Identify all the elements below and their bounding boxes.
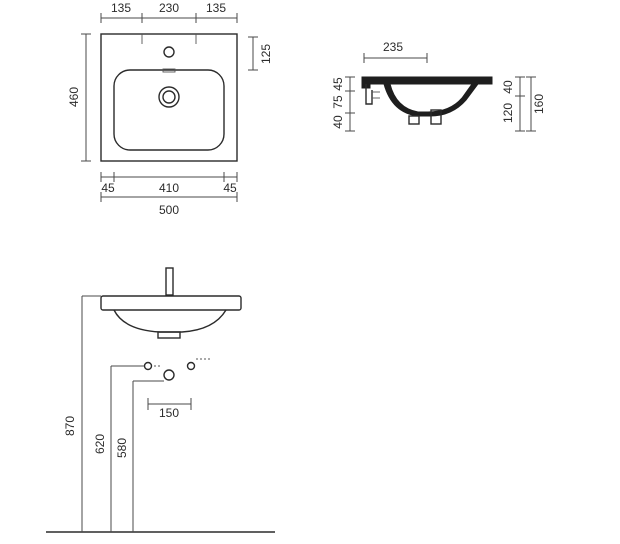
left-stack-middle: 75 <box>331 95 345 109</box>
basin-front-drain <box>157 331 181 339</box>
bottom-segment-middle: 410 <box>159 181 179 195</box>
bottom-segment-left: 45 <box>101 181 115 195</box>
section-drain-right <box>430 109 442 125</box>
supply-spacing-label: 150 <box>159 406 179 420</box>
drain-outer <box>158 86 180 108</box>
total-height-label: 160 <box>532 94 546 114</box>
section-drain-left <box>408 115 420 125</box>
tap-offset-label: 125 <box>259 44 273 64</box>
installation-view: 150 870 620 580 <box>46 267 275 533</box>
supply-point-right <box>186 361 196 371</box>
overflow-slot <box>162 68 176 73</box>
supply-height-label: 580 <box>115 438 129 458</box>
bowl-depth-label: 235 <box>383 40 403 54</box>
drain-inner <box>162 90 176 104</box>
basin-front-bowl <box>113 309 227 333</box>
width-segment-middle: 230 <box>159 1 179 15</box>
bottom-segment-right: 45 <box>223 181 237 195</box>
supply-point-left <box>143 361 153 371</box>
rim-height-label: 870 <box>63 416 77 436</box>
left-stack-top: 45 <box>331 77 345 91</box>
bowl-outline <box>113 69 225 151</box>
side-section-view: 235 45 75 40 40 120 160 <box>331 40 546 132</box>
drain-point <box>163 369 175 381</box>
faucet-body <box>165 267 174 296</box>
width-segment-left: 135 <box>111 1 131 15</box>
left-stack-bottom: 40 <box>331 115 345 129</box>
total-width-label: 500 <box>159 203 179 217</box>
section-front-lip <box>365 84 373 105</box>
top-view: 135 230 135 125 460 45 410 45 <box>67 1 273 217</box>
depth-label: 460 <box>67 87 81 107</box>
right-stack-top: 40 <box>501 80 515 94</box>
width-segment-right: 135 <box>206 1 226 15</box>
basin-outline <box>100 33 238 162</box>
basin-front-rim <box>100 295 242 311</box>
drain-height-label: 620 <box>93 434 107 454</box>
section-rim-profile <box>361 76 493 117</box>
tap-hole <box>163 46 175 58</box>
right-stack-bottom: 120 <box>501 103 515 123</box>
section-bowl-wall <box>383 83 419 117</box>
